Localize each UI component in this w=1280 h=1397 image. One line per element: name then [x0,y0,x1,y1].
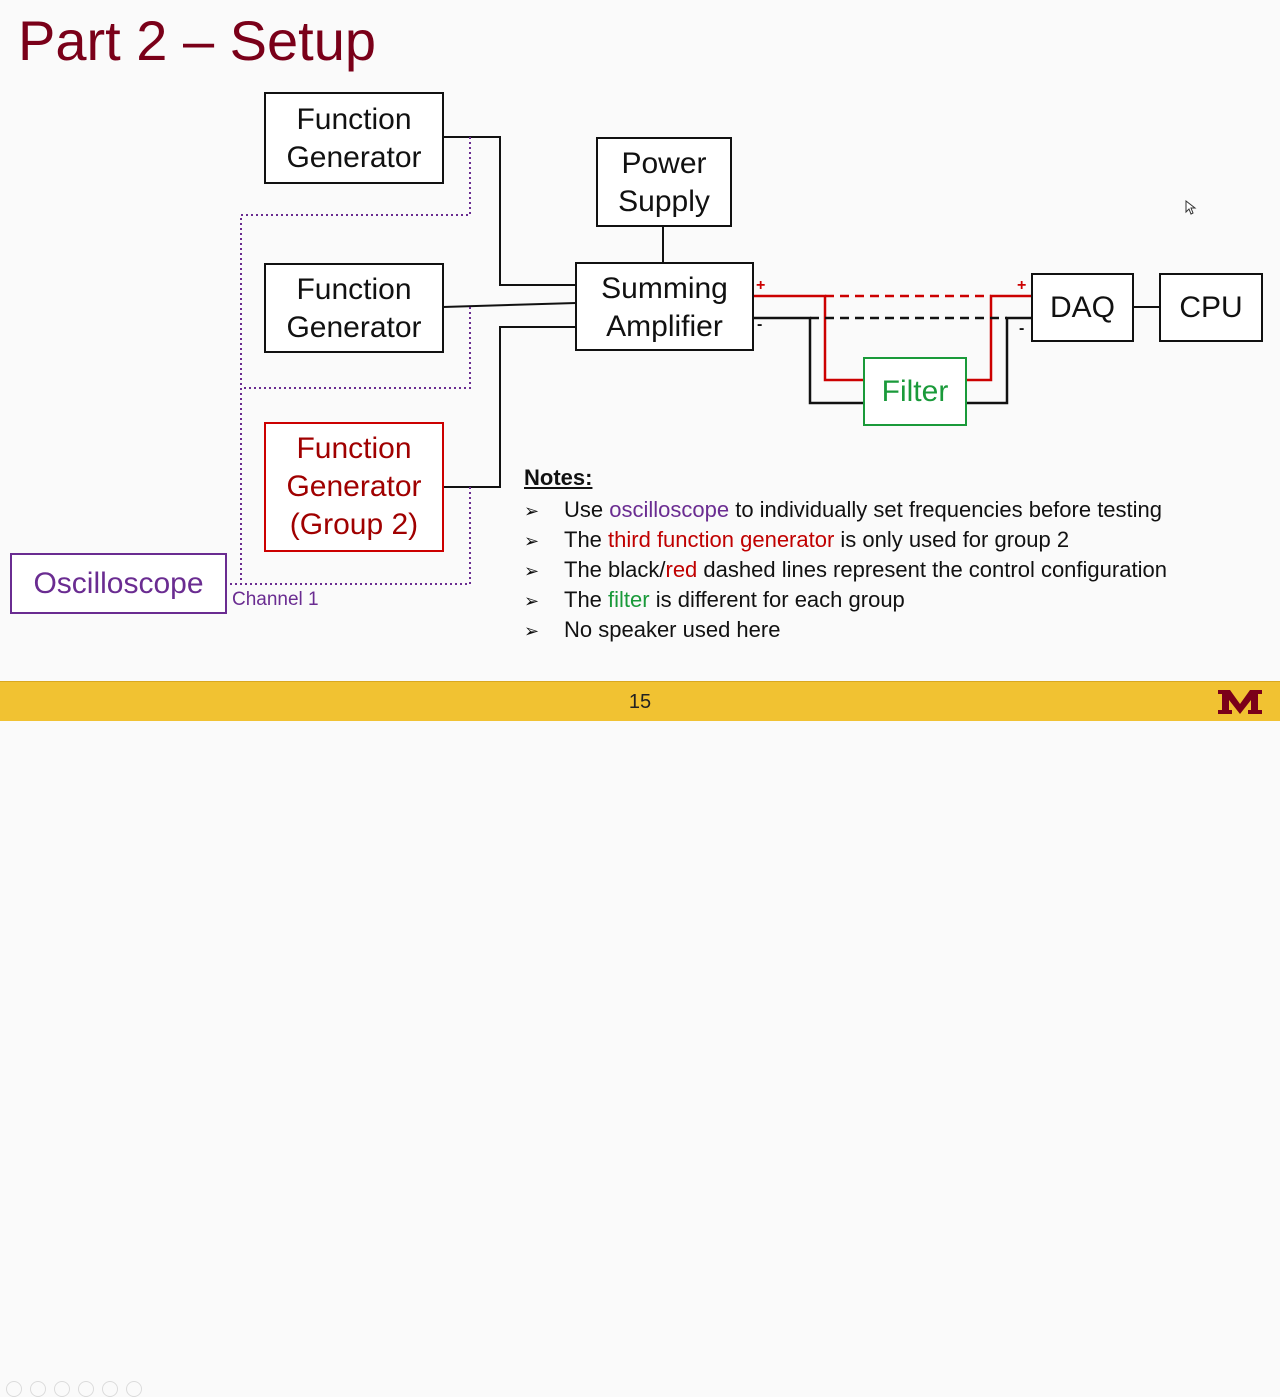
oscilloscope-box: Oscilloscope [10,553,227,614]
arrow-bullet-icon: ➢ [524,621,540,641]
arrow-bullet-icon: ➢ [524,591,540,611]
amp-line1: Summing [601,272,728,305]
notes-list: ➢ Use oscilloscope to individually set fr… [524,495,1167,645]
next-slide-icon[interactable] [30,1381,46,1397]
note-highlight: oscilloscope [609,497,730,522]
note-item: ➢ Use oscilloscope to individually set fr… [524,495,1167,525]
arrow-bullet-icon: ➢ [524,531,540,551]
note-highlight: third function generator [608,527,835,552]
note-highlight: red [665,557,698,582]
note-item: ➢ The filter is different for each group [524,585,1167,615]
note-item: ➢ The black/red dashed lines represent th… [524,555,1167,585]
daq-plus-sign: + [1017,277,1027,294]
prev-slide-icon[interactable] [6,1381,22,1397]
notes-title: Notes: [524,465,593,490]
cpu-box: CPU [1159,273,1263,342]
function-generator-2: Function Generator [264,263,444,353]
fg-wires [442,136,664,488]
scope-dotted-lines [226,137,471,585]
slide-title: Part 2 – Setup [18,9,377,72]
power-supply: Power Supply [596,137,732,227]
red-wires [753,294,1032,382]
arrow-bullet-icon: ➢ [524,561,540,581]
amp-minus-sign: - [757,316,763,333]
note-text: is only used for group 2 [834,527,1070,552]
cursor-icon [1185,200,1197,215]
fg3-line1: Function [296,432,412,465]
grid-icon[interactable] [78,1381,94,1397]
function-generator-1: Function Generator [264,92,444,184]
amp-line2: Amplifier [606,310,723,343]
daq-minus-sign: - [1019,320,1025,337]
more-icon[interactable] [126,1381,142,1397]
power-line1: Power [621,147,707,180]
summing-amplifier: Summing Amplifier [575,262,754,351]
note-text: The [564,527,609,552]
amp-plus-sign: + [756,277,766,294]
note-text: The [564,587,609,612]
power-line2: Supply [618,185,710,218]
note-highlight: filter [608,587,650,612]
fg3-line3: (Group 2) [289,508,419,541]
black-wires [753,316,1032,405]
note-text: is different for each group [649,587,905,612]
note-text: to individually set frequencies before t… [729,497,1163,522]
university-logo-icon [1218,690,1262,714]
channel-1-label: Channel 1 [232,589,319,610]
note-item: ➢ No speaker used here [524,615,1167,645]
slide-toolbar-icons[interactable] [6,1381,142,1397]
wiring-diagram [226,136,1160,585]
pen-icon[interactable] [54,1381,70,1397]
note-text: The black/ [564,557,666,582]
notes-section: Notes: ➢ Use oscilloscope to individually… [524,465,1167,645]
footer-bar: 15 [0,681,1280,1397]
fg1-line1: Function [296,103,412,136]
note-text: Use [564,497,610,522]
filter-box: Filter [863,357,967,426]
fg2-line2: Generator [286,311,422,344]
page-number: 15 [628,691,652,713]
note-text: dashed lines represent the control confi… [697,557,1167,582]
fg3-line2: Generator [286,470,422,503]
fg1-line2: Generator [286,141,422,174]
daq-box: DAQ [1031,273,1134,342]
arrow-bullet-icon: ➢ [524,501,540,521]
zoom-icon[interactable] [102,1381,118,1397]
function-generator-group2: Function Generator (Group 2) [264,422,444,552]
note-item: ➢ The third function generator is only us… [524,525,1167,555]
fg2-line1: Function [296,273,412,306]
note-text: No speaker used here [564,617,781,642]
